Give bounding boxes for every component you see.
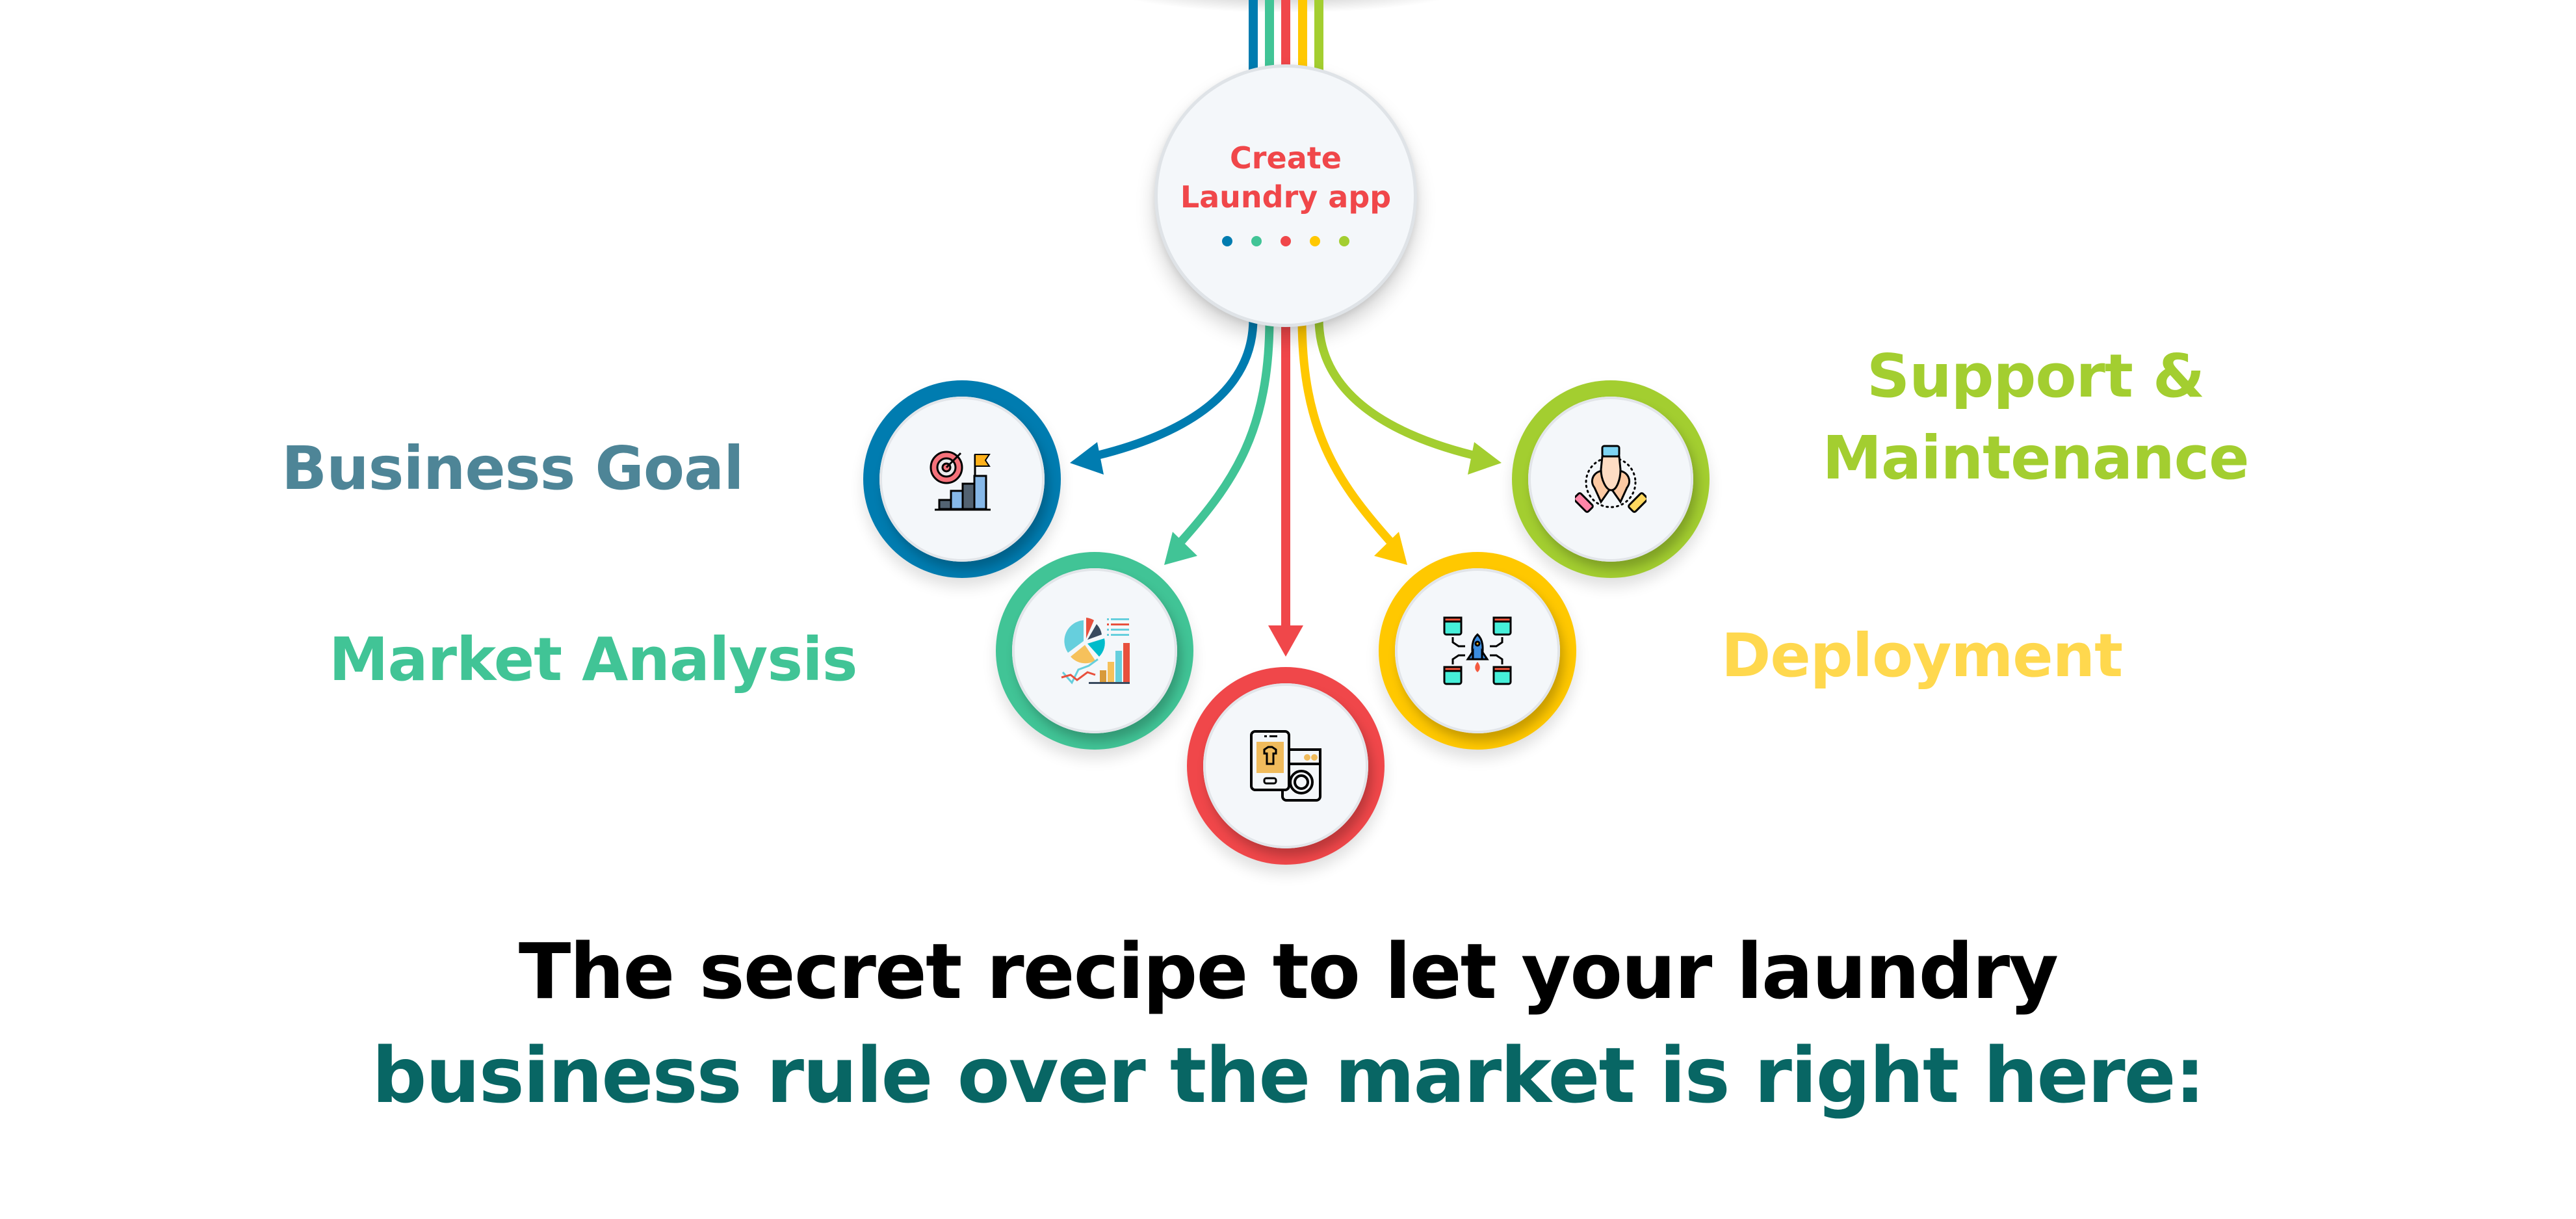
phone-washing-machine-icon xyxy=(1250,730,1321,802)
node-business-goal xyxy=(863,380,1061,578)
arrowhead-red-icon xyxy=(1268,625,1303,657)
label-support-maintenance: Support & Maintenance xyxy=(1816,335,2255,499)
arrow-yellow xyxy=(1297,318,1393,544)
dot-yellow xyxy=(1310,236,1320,246)
hub-title: Create Laundry app xyxy=(1180,138,1391,216)
node-support-maintenance xyxy=(1512,380,1710,578)
arrowhead-blue-icon xyxy=(1070,442,1104,475)
pie-bar-analytics-icon xyxy=(1061,618,1130,685)
node-deployment xyxy=(1379,552,1576,750)
arrow-blue xyxy=(1097,318,1258,460)
label-market-analysis: Market Analysis xyxy=(329,625,857,694)
arrow-lime xyxy=(1314,318,1474,460)
dot-lime xyxy=(1339,236,1349,246)
dot-red xyxy=(1281,236,1291,246)
top-strip-yellow xyxy=(1298,0,1307,72)
dot-green xyxy=(1251,236,1262,246)
hub-title-line1: Create xyxy=(1230,140,1342,176)
top-strip-blue xyxy=(1249,0,1258,72)
target-growth-chart-icon xyxy=(930,451,991,511)
hub-create-laundry-app: Create Laundry app xyxy=(1154,64,1417,327)
label-support-line2: Maintenance xyxy=(1822,423,2249,493)
headline-line2: business rule over the market is right h… xyxy=(372,1030,2205,1120)
top-strip-lime xyxy=(1314,0,1323,72)
label-support-line1: Support & xyxy=(1866,341,2205,411)
arrow-red xyxy=(1281,319,1290,631)
teamwork-hands-icon xyxy=(1575,445,1646,513)
arrowhead-lime-icon xyxy=(1468,442,1502,475)
top-strip-green xyxy=(1265,0,1274,72)
arrow-green xyxy=(1178,318,1274,544)
label-business-goal: Business Goal xyxy=(281,434,744,503)
arrowhead-yellow-icon xyxy=(1374,532,1407,565)
hub-color-dots xyxy=(1222,236,1349,246)
rocket-network-icon xyxy=(1443,616,1512,685)
node-market-analysis xyxy=(996,552,1193,750)
hub-title-line2: Laundry app xyxy=(1180,179,1392,215)
dot-blue xyxy=(1222,236,1232,246)
arrowhead-green-icon xyxy=(1164,532,1197,565)
headline-line1: The secret recipe to let your laundry xyxy=(518,926,2059,1016)
label-deployment: Deployment xyxy=(1721,621,2123,690)
top-strip-red xyxy=(1281,0,1290,72)
node-create-app xyxy=(1187,667,1385,865)
